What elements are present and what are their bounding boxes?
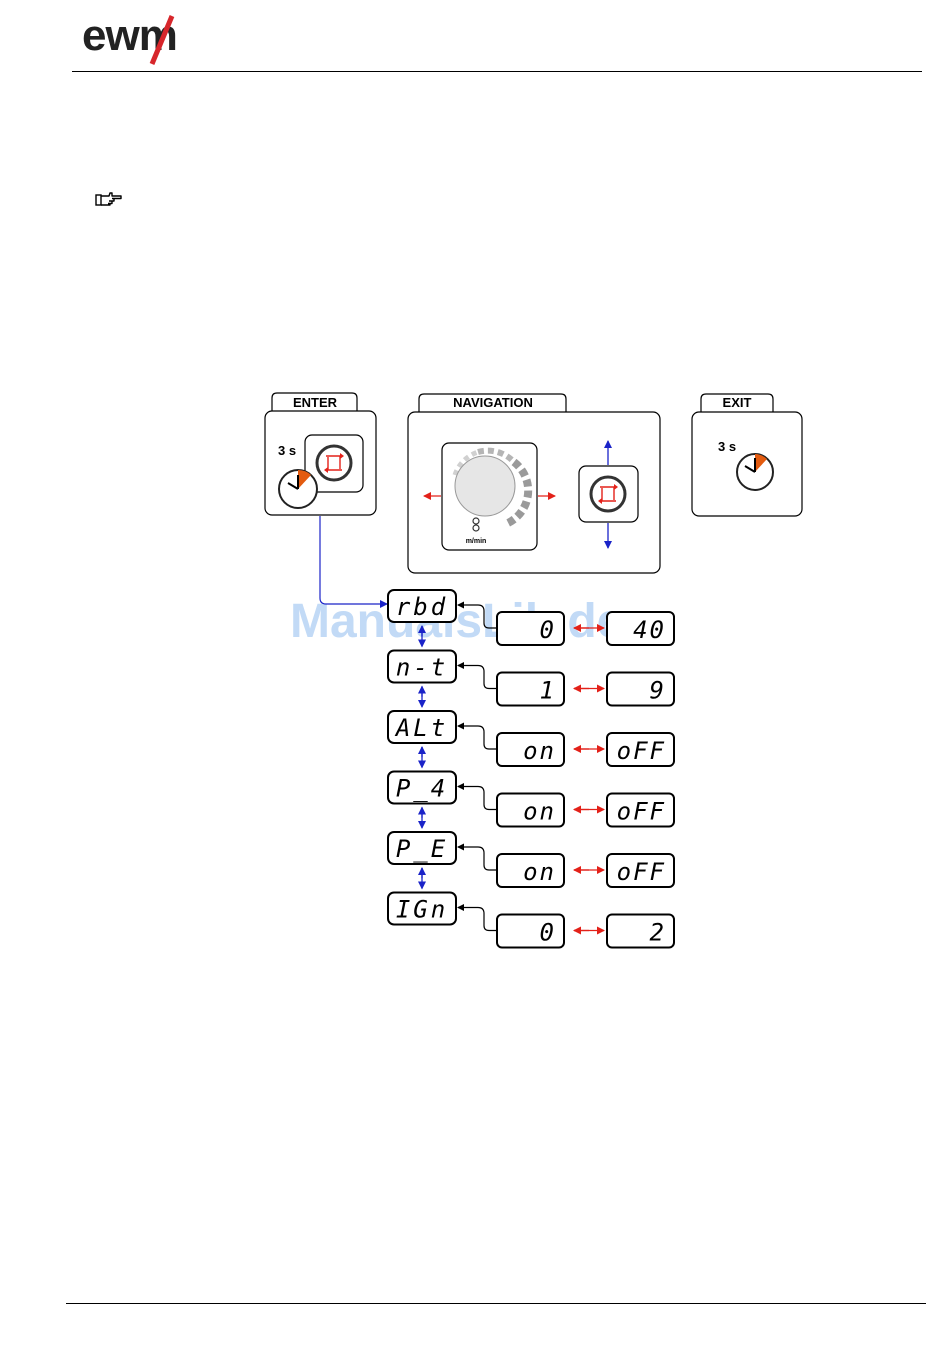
min-value: on — [523, 798, 556, 826]
parameter-code: P_E — [396, 835, 448, 863]
parameter-code: P_4 — [396, 775, 448, 803]
min-value: 0 — [540, 616, 556, 644]
value-connector — [458, 726, 496, 749]
parameter-code: n-t — [396, 654, 448, 682]
value-connector — [458, 908, 496, 931]
min-value: 1 — [540, 677, 556, 705]
parameter-code: IGn — [396, 896, 448, 924]
max-value: 2 — [650, 919, 666, 947]
exit-label: EXIT — [723, 395, 752, 410]
max-value: 40 — [633, 616, 666, 644]
enter-connector — [320, 516, 387, 604]
enter-panel: ENTER 3 s — [265, 393, 376, 515]
value-connector — [458, 605, 496, 628]
rotate-icon — [591, 477, 625, 511]
max-value: 9 — [650, 677, 666, 705]
navigation-panel: NAVIGATION m/min — [408, 394, 660, 573]
parameter-code: ALt — [394, 714, 448, 742]
max-value: oFF — [617, 737, 666, 765]
parameter-code: rbd — [396, 593, 448, 621]
min-value: 0 — [540, 919, 556, 947]
enter-label: ENTER — [293, 395, 338, 410]
rotate-icon — [317, 446, 351, 480]
min-value: on — [523, 737, 556, 765]
exit-hold-time: 3 s — [718, 439, 736, 454]
enter-hold-time: 3 s — [278, 443, 296, 458]
value-connector — [458, 666, 496, 689]
max-value: oFF — [617, 798, 666, 826]
navigation-label: NAVIGATION — [453, 395, 533, 410]
clock-icon — [737, 454, 773, 490]
max-value: oFF — [617, 858, 666, 886]
unit-label: m/min — [466, 538, 487, 545]
exit-panel: EXIT 3 s — [692, 394, 802, 516]
clock-icon — [279, 470, 317, 508]
value-connector — [458, 787, 496, 810]
value-connector — [458, 847, 496, 870]
min-value: on — [523, 858, 556, 886]
rotary-knob[interactable] — [455, 456, 515, 516]
